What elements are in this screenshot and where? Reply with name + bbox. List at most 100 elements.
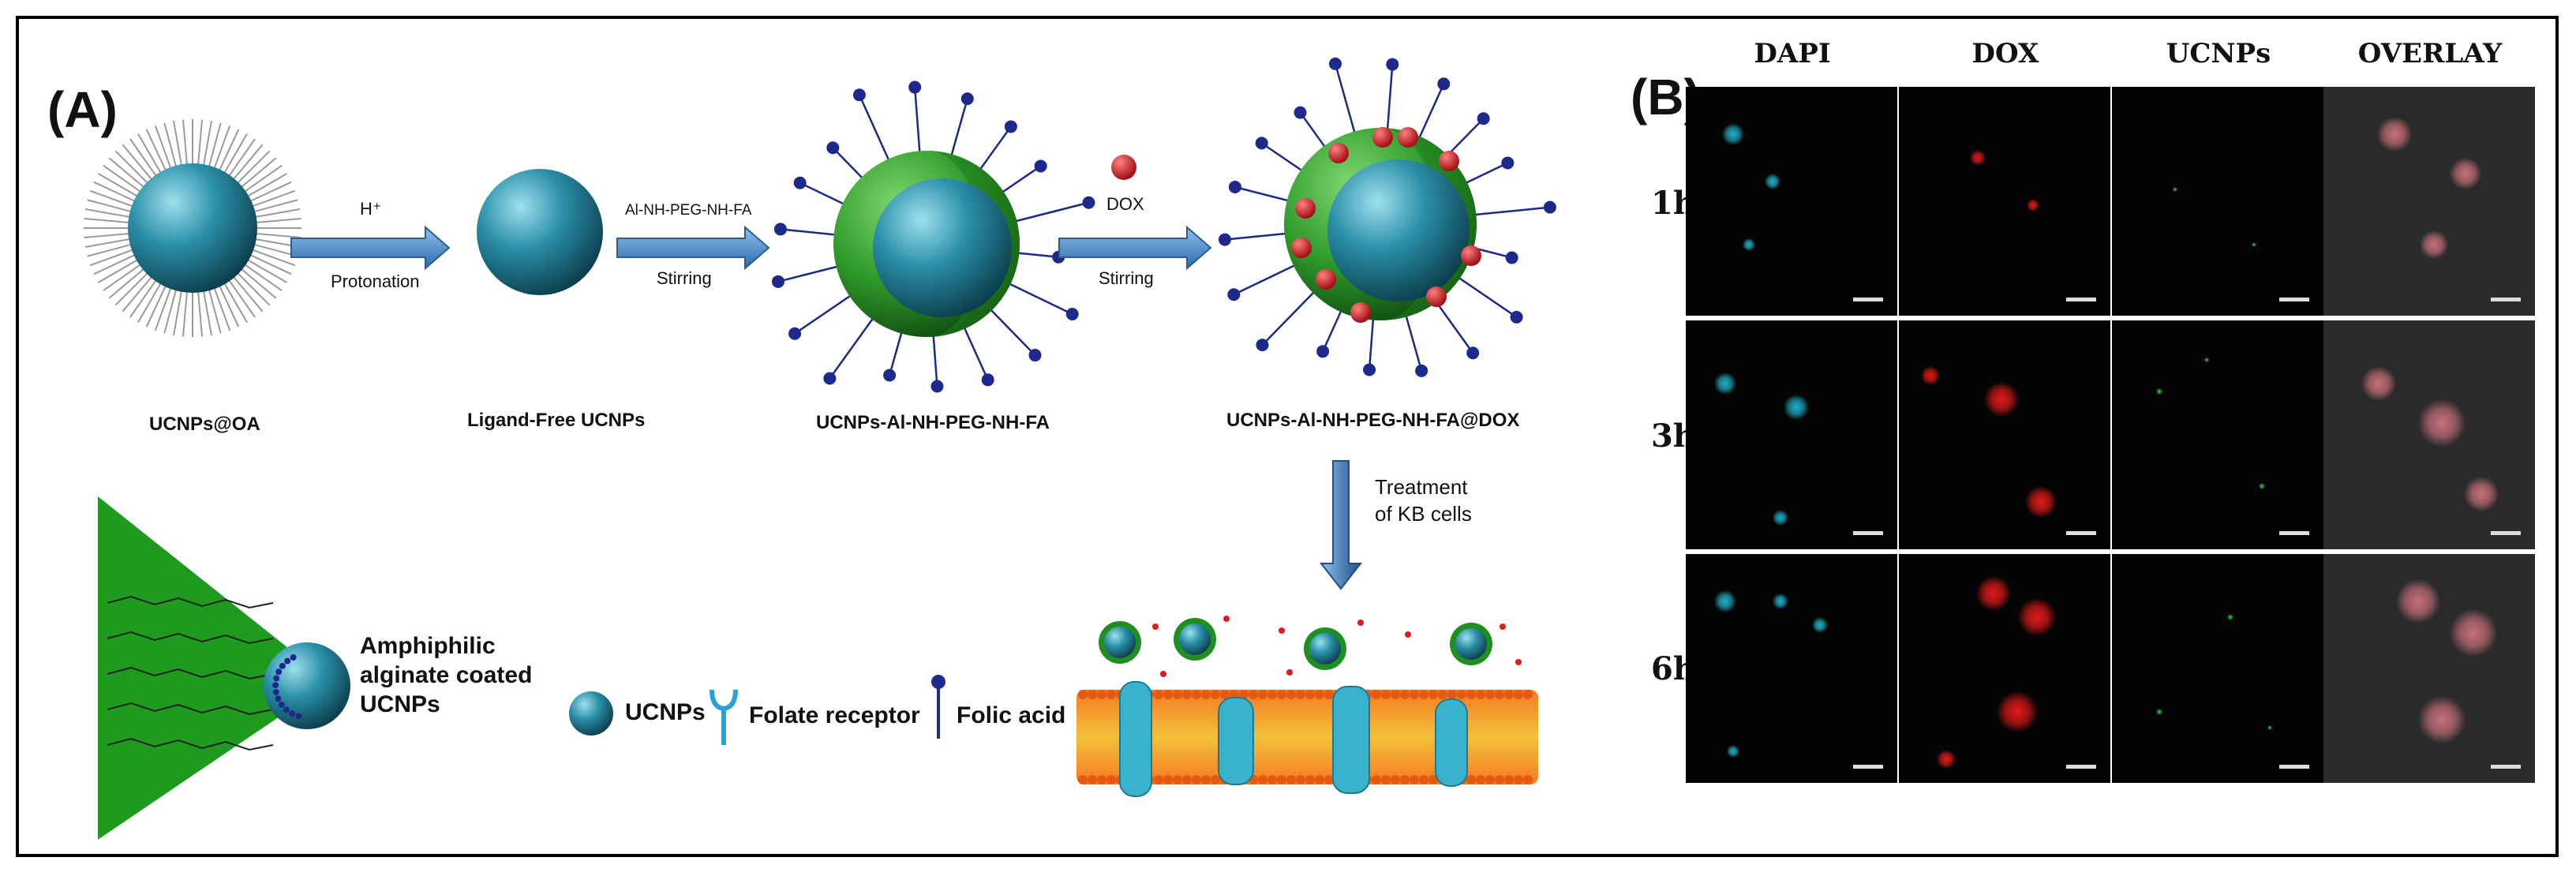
- cell-signal: [2396, 579, 2440, 623]
- arrow-1-bottom-label: Protonation: [331, 271, 420, 291]
- scale-bar: [2066, 298, 2096, 301]
- treatment-label-line2: of KB cells: [1375, 502, 1472, 526]
- micrograph-dox-1h: [1899, 87, 2110, 316]
- cell-signal: [1714, 590, 1736, 612]
- scale-bar: [2066, 531, 2096, 535]
- arrow-1-top-label: H⁺: [360, 199, 382, 219]
- cell-signal: [1997, 691, 2038, 732]
- cell-signal: [1765, 174, 1780, 189]
- scale-bar: [1853, 298, 1883, 301]
- cell-signal: [1970, 150, 1986, 166]
- micrograph-overlay-1h: [2323, 87, 2535, 316]
- arrow-2-top-label: Al-NH-PEG-NH-FA: [625, 202, 752, 219]
- panel-a: (A) UCNPs@OA Ligand-Free UCNPs UCNPs-Al-…: [19, 19, 1629, 855]
- step-caption-ligand-free: Ligand-Free UCNPs: [467, 410, 646, 431]
- stirring-arrow-2: [1058, 225, 1212, 271]
- scale-bar: [2491, 765, 2521, 769]
- cell-signal: [1984, 382, 2019, 417]
- micrograph-dapi-3h: [1686, 320, 1897, 549]
- folic-acid-icon: [931, 675, 945, 739]
- legend-coated-line2: alginate coated: [360, 662, 533, 688]
- scale-bar: [2066, 765, 2096, 769]
- cell-signal: [1722, 123, 1744, 145]
- micrograph-dox-6h: [1899, 554, 2110, 783]
- cell-signal: [1976, 576, 2011, 611]
- scale-bar: [2491, 298, 2521, 301]
- cell-signal: [2018, 598, 2056, 636]
- cell-signal: [1743, 238, 1755, 251]
- ucnps-peg-fa-dox-particle: [1218, 57, 1556, 377]
- column-header-overlay: OVERLAY: [2357, 38, 2503, 69]
- cell-signal: [2420, 230, 2448, 259]
- alginate-fan-illustration: [98, 496, 350, 840]
- scale-bar: [1853, 765, 1883, 769]
- cell-signal: [2450, 158, 2481, 189]
- legend-coated-line1: Amphiphilic: [360, 633, 496, 659]
- arrow-3-top-label: DOX: [1106, 194, 1144, 214]
- micrograph-dapi-6h: [1686, 554, 1897, 783]
- cell-signal: [2418, 696, 2466, 743]
- micrograph-dapi-1h: [1686, 87, 1897, 316]
- cell-membrane-illustration: [1076, 616, 1538, 797]
- legend-coated-line3: UCNPs: [360, 691, 440, 717]
- legend-folic-acid-label: Folic acid: [957, 702, 1066, 728]
- protonation-arrow: [290, 225, 451, 271]
- cell-signal: [2025, 486, 2057, 518]
- micrograph-overlay-3h: [2323, 320, 2535, 549]
- scale-bar: [2279, 298, 2309, 301]
- cell-signal: [2418, 399, 2466, 447]
- micrograph-dox-3h: [1899, 320, 2110, 549]
- cell-signal: [2204, 358, 2209, 362]
- micrograph-overlay-6h: [2323, 554, 2535, 783]
- ucnps-legend-icon: [569, 691, 613, 736]
- panel-a-drawing: [84, 57, 1556, 840]
- scale-bar: [1853, 531, 1883, 535]
- micrograph-ucnps-6h: [2112, 554, 2323, 783]
- scale-bar: [2491, 531, 2521, 535]
- cell-signal: [2252, 242, 2256, 247]
- cell-signal: [2464, 477, 2499, 511]
- scale-bar: [2279, 531, 2309, 535]
- cell-signal: [2361, 366, 2396, 401]
- cell-signal: [2450, 609, 2497, 657]
- cell-signal: [2156, 709, 2162, 715]
- cell-signal: [2259, 483, 2265, 489]
- ucnps-peg-fa-particle: [771, 80, 1095, 393]
- arrow-2-bottom-label: Stirring: [657, 268, 712, 288]
- treatment-arrow: [1319, 460, 1363, 590]
- figure-frame: (A) UCNPs@OA Ligand-Free UCNPs UCNPs-Al-…: [16, 16, 2559, 857]
- arrow-3-bottom-label: Stirring: [1099, 268, 1154, 288]
- cell-signal: [1773, 593, 1788, 609]
- cell-signal: [2267, 725, 2272, 730]
- step-caption-ucnps-oa: UCNPs@OA: [149, 414, 260, 435]
- cell-signal: [1773, 510, 1788, 526]
- cell-signal: [2227, 614, 2233, 620]
- step-caption-peg-fa-dox: UCNPs-Al-NH-PEG-NH-FA@DOX: [1226, 410, 1520, 431]
- cell-signal: [1784, 395, 1809, 420]
- panel-a-letter: (A): [47, 81, 118, 138]
- ligand-free-ucnps-particle: [477, 169, 603, 295]
- micrograph-ucnps-3h: [2112, 320, 2323, 549]
- column-header-dox: DOX: [1971, 38, 2039, 69]
- cell-signal: [1727, 745, 1739, 758]
- cell-signal: [2027, 199, 2039, 212]
- dox-molecule-icon: [1111, 155, 1136, 180]
- ucnps-oa-particle: [84, 119, 301, 337]
- legend-ucnps-label: UCNPs: [625, 699, 706, 725]
- cell-signal: [2156, 388, 2162, 395]
- cell-signal: [1714, 372, 1736, 395]
- stirring-arrow-1: [616, 225, 770, 271]
- cell-signal: [1937, 750, 1956, 769]
- panel-b: (B) DAPI DOX UCNPs OVERLAY 1h 3h 6h: [1629, 19, 2559, 855]
- step-caption-peg-fa: UCNPs-Al-NH-PEG-NH-FA: [816, 412, 1050, 433]
- column-header-ucnps: UCNPs: [2166, 38, 2271, 69]
- micrograph-ucnps-1h: [2112, 87, 2323, 316]
- cell-signal: [1812, 617, 1828, 633]
- cell-signal: [1921, 366, 1940, 385]
- treatment-label-line1: Treatment: [1375, 475, 1468, 499]
- cell-signal: [2377, 117, 2412, 152]
- legend-receptor-label: Folate receptor: [749, 702, 920, 728]
- cell-signal: [2173, 187, 2177, 192]
- scale-bar: [2279, 765, 2309, 769]
- column-header-dapi: DAPI: [1754, 38, 1831, 69]
